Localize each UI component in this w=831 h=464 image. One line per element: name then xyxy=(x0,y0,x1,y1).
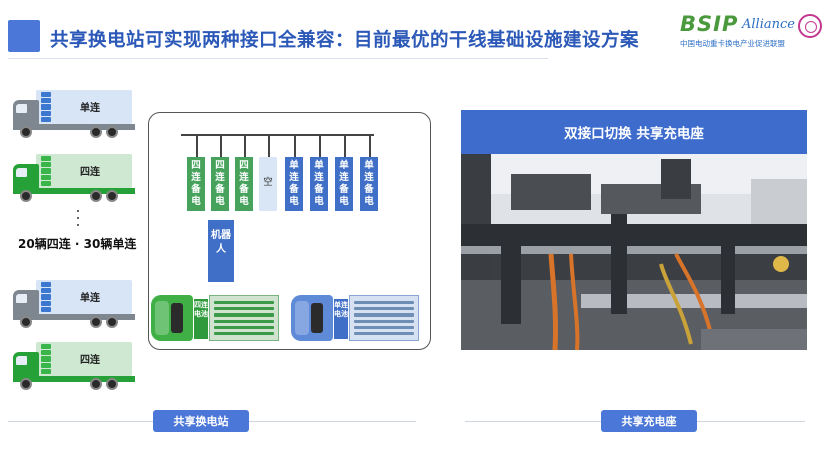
fleet-count-text: 20辆四连 · 30辆单连 xyxy=(18,237,137,251)
truck-chassis xyxy=(13,314,135,320)
windshield xyxy=(311,303,323,333)
wheel-icon xyxy=(20,378,32,390)
single-pack-truck-topview: 单连电池 xyxy=(291,295,421,343)
battery-label: 单连电池 xyxy=(334,299,348,339)
charging-panel-header: 双接口切换 共享充电座 xyxy=(461,110,807,154)
cab-window xyxy=(16,104,27,113)
title-marker xyxy=(8,20,40,52)
quad-pack-truck-topview: 四连电池 xyxy=(151,295,281,343)
cargo-box xyxy=(36,280,132,314)
battery-slot: 单连备电 xyxy=(360,157,378,211)
truck-bed xyxy=(209,295,279,341)
truck-label: 四连 xyxy=(80,355,100,366)
wheel-icon xyxy=(90,378,102,390)
wheel-icon xyxy=(20,126,32,138)
battery-slot: 单连备电 xyxy=(285,157,303,211)
bus-drop-line xyxy=(244,134,246,157)
truck-chassis xyxy=(13,124,135,130)
battery-label: 四连电池 xyxy=(194,299,208,339)
seal-icon xyxy=(798,14,822,38)
label-shared-charging-dock: 共享充电座 xyxy=(601,410,697,432)
battery-pack-icon xyxy=(41,282,51,313)
wheel-icon xyxy=(20,190,32,202)
charging-rack-photo xyxy=(461,154,807,350)
single-pack-truck-icon: 单连 xyxy=(10,276,135,332)
wheel-icon xyxy=(20,316,32,328)
bsip-alliance-logo: BSIP Alliance 中国电动重卡换电产业促进联盟 xyxy=(680,10,825,50)
bus-drop-line xyxy=(319,134,321,157)
bus-drop-line xyxy=(294,134,296,157)
cargo-box xyxy=(36,342,132,376)
truck-chassis xyxy=(13,376,135,382)
wheel-icon xyxy=(106,126,118,138)
logo-alliance-text: Alliance xyxy=(742,17,795,32)
wheel-icon xyxy=(90,316,102,328)
truck-hood xyxy=(155,301,169,335)
wheel-icon xyxy=(106,378,118,390)
title-divider xyxy=(8,58,548,59)
wheel-icon xyxy=(106,316,118,328)
battery-pack-icon xyxy=(41,92,51,123)
battery-pack-icon xyxy=(41,344,51,375)
battery-slot: 单连备电 xyxy=(310,157,328,211)
wheel-icon xyxy=(106,190,118,202)
label-shared-swap-station: 共享换电站 xyxy=(153,410,249,432)
charging-rack-image xyxy=(461,154,807,350)
bus-drop-line xyxy=(196,134,198,157)
quad-pack-truck-icon: 四连 xyxy=(10,150,135,206)
cab-window xyxy=(16,168,27,177)
single-pack-truck-icon: 单连 xyxy=(10,86,135,142)
battery-slot: 四连备电 xyxy=(187,157,205,211)
ellipsis-dots xyxy=(77,210,81,231)
bus-drop-line xyxy=(220,134,222,157)
logo-bsip-text: BSIP xyxy=(680,12,739,36)
bus-drop-line xyxy=(268,134,270,157)
cargo-box xyxy=(36,90,132,124)
battery-slot: 四连备电 xyxy=(211,157,229,211)
cab-window xyxy=(16,356,27,365)
quad-pack-truck-icon: 四连 xyxy=(10,338,135,394)
cab-window xyxy=(16,294,27,303)
cargo-box xyxy=(36,154,132,188)
truck-chassis xyxy=(13,188,135,194)
truck-bed xyxy=(349,295,419,341)
battery-pack-icon xyxy=(41,156,51,187)
battery-slot-empty: 空 xyxy=(259,157,277,211)
windshield xyxy=(171,303,183,333)
battery-slot: 四连备电 xyxy=(235,157,253,211)
truck-label: 单连 xyxy=(80,293,100,304)
truck-hood xyxy=(295,301,309,335)
truck-label: 四连 xyxy=(80,167,100,178)
wheel-icon xyxy=(90,126,102,138)
bus-drop-line xyxy=(369,134,371,157)
page-title: 共享换电站可实现两种接口全兼容：目前最优的干线基础设施建设方案 xyxy=(50,30,640,51)
bus-drop-line xyxy=(344,134,346,157)
logo-subtitle: 中国电动重卡换电产业促进联盟 xyxy=(680,39,785,48)
swap-robot: 机器人 xyxy=(208,220,234,282)
truck-label: 单连 xyxy=(80,103,100,114)
wheel-icon xyxy=(90,190,102,202)
battery-slot: 单连备电 xyxy=(335,157,353,211)
power-bus-line xyxy=(181,134,374,136)
